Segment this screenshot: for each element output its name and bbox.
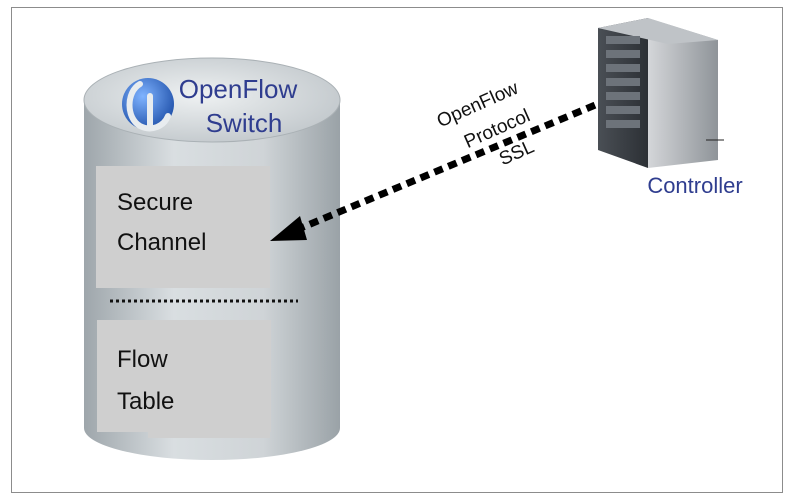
- link-label-line3: SSL: [496, 136, 537, 170]
- secure-channel-box: [96, 166, 270, 288]
- secure-channel-line1: Secure: [117, 189, 193, 216]
- openflow-logo-icon: [122, 78, 174, 132]
- flow-table-line1: Flow: [117, 346, 168, 373]
- controller-label: Controller: [647, 173, 742, 198]
- flow-table-box: [97, 320, 271, 432]
- server-tower-icon: [598, 18, 724, 168]
- diagram-frame: [11, 7, 783, 493]
- switch-title-line1: OpenFlow: [179, 74, 298, 104]
- switch-title-line2: Switch: [206, 108, 283, 138]
- arrowhead-left-icon: [270, 216, 307, 241]
- secure-channel-line2: Channel: [117, 229, 206, 256]
- flow-table-line2: Table: [117, 388, 174, 415]
